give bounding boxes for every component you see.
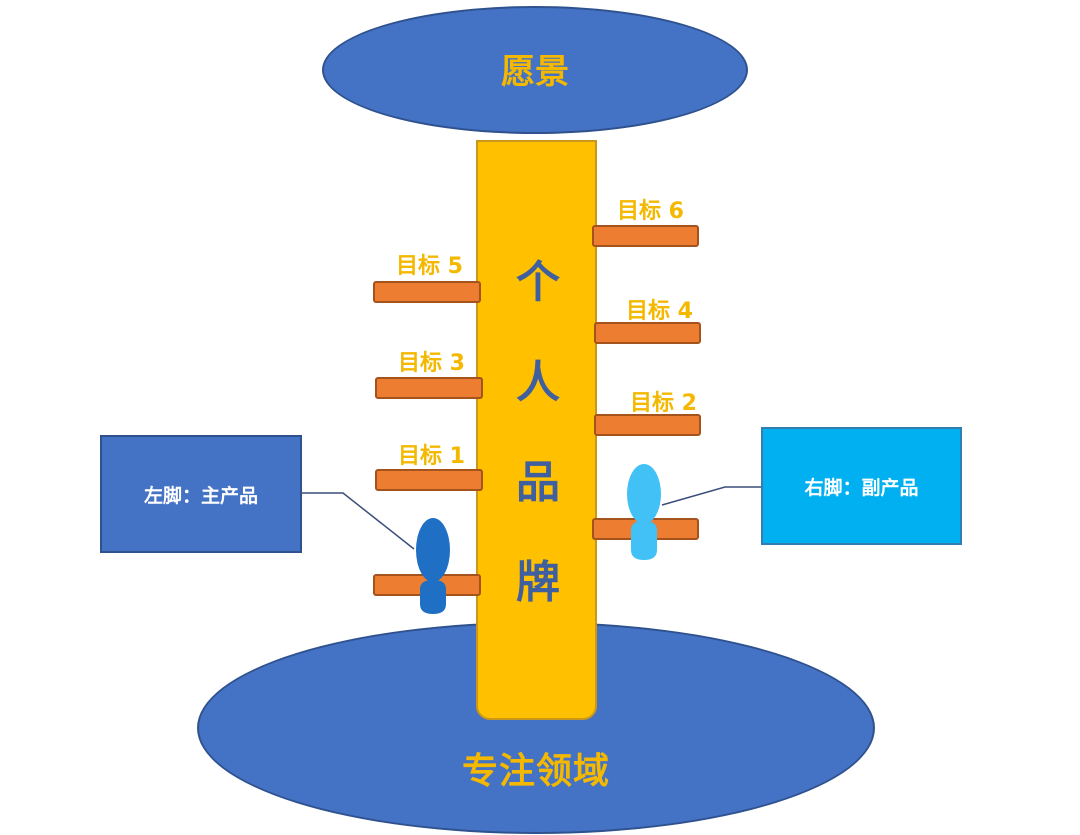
pillar-text: 个 人 品 牌 [508,246,568,610]
pillar-char: 品 [516,457,560,508]
vision-ellipse: 愿景 [322,6,748,134]
goal-4-label: 目标 4 [626,299,693,324]
pillar-char: 个 [516,257,560,308]
goal-1-label: 目标 1 [398,444,465,469]
left-foot-callout: 左脚：主产品 [100,435,302,553]
right-foot-label: 右脚：副产品 [804,476,919,499]
goal-6-label: 目标 6 [617,199,684,224]
right-shoe-print-icon [627,464,661,560]
right-foot-callout: 右脚：副产品 [761,427,962,545]
left-connector-line [302,492,415,550]
goal-2-label: 目标 2 [630,391,697,416]
rung-goal-4 [594,322,701,344]
focus-area-label: 专注领域 [461,751,610,792]
rung-goal-2 [594,414,701,436]
rung-goal-3 [375,377,483,399]
vision-label: 愿景 [501,51,569,92]
pillar-char: 人 [516,357,560,408]
goal-5-label: 目标 5 [396,254,463,279]
rung-goal-5 [373,281,481,303]
rung-goal-6 [592,225,699,247]
left-foot-label: 左脚：主产品 [143,484,258,507]
left-shoe-print-icon [416,518,450,614]
pillar-char: 牌 [516,557,560,608]
goal-3-label: 目标 3 [398,351,465,376]
right-connector-line [661,486,761,506]
rung-goal-1 [375,469,483,491]
